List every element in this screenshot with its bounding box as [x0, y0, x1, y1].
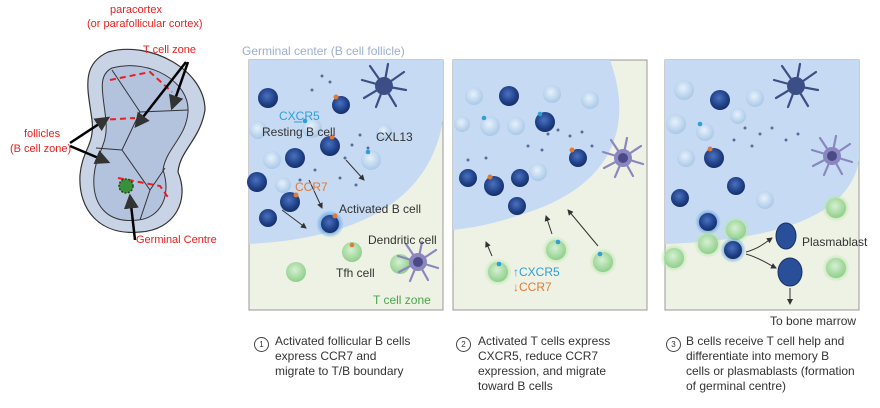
label-b-cell-zone: (B cell zone) — [10, 143, 72, 155]
caption-3: B cells receive T cell help and differen… — [686, 334, 855, 393]
step-2-marker: 2 — [456, 337, 471, 352]
lymph-node — [69, 48, 206, 241]
label-dendritic-cell: Dendritic cell — [368, 233, 437, 247]
panel-2-cells — [454, 85, 645, 286]
label-cxcr5-up: ↑CXCR5 — [513, 265, 560, 279]
caption-2: Activated T cells express CXCR5, reduce … — [478, 334, 611, 393]
step-1-marker: 1 — [254, 337, 269, 352]
panel-1-cells — [247, 62, 440, 283]
label-paracortex: paracortex — [110, 4, 162, 16]
label-activated-b-cell: Activated B cell — [339, 202, 422, 216]
label-ccr7: CCR7 — [295, 180, 328, 194]
label-cxl13: CXL13 — [376, 130, 413, 144]
step-3-marker: 3 — [666, 337, 681, 352]
label-parafollicular: (or parafollicular cortex) — [87, 18, 203, 30]
caption-1: Activated follicular B cells express CCR… — [275, 334, 411, 378]
label-to-bone-marrow: To bone marrow — [770, 314, 857, 328]
label-resting-b-cell: Resting B cell — [262, 125, 336, 139]
label-t-cell-zone-panel: T cell zone — [373, 293, 431, 307]
label-germinal-centre: Germinal Centre — [136, 234, 217, 246]
label-t-cell-zone: T cell zone — [143, 44, 196, 56]
panel-3-cells — [660, 62, 854, 305]
panel-1-title: Germinal center (B cell follicle) — [242, 44, 405, 58]
label-plasmablast: Plasmablast — [802, 235, 868, 249]
label-follicles: follicles — [24, 128, 61, 140]
label-tfh-cell: Tfh cell — [336, 266, 375, 280]
label-ccr7-down: ↓CCR7 — [513, 280, 552, 294]
label-cxcr5: CXCR5 — [279, 109, 320, 123]
